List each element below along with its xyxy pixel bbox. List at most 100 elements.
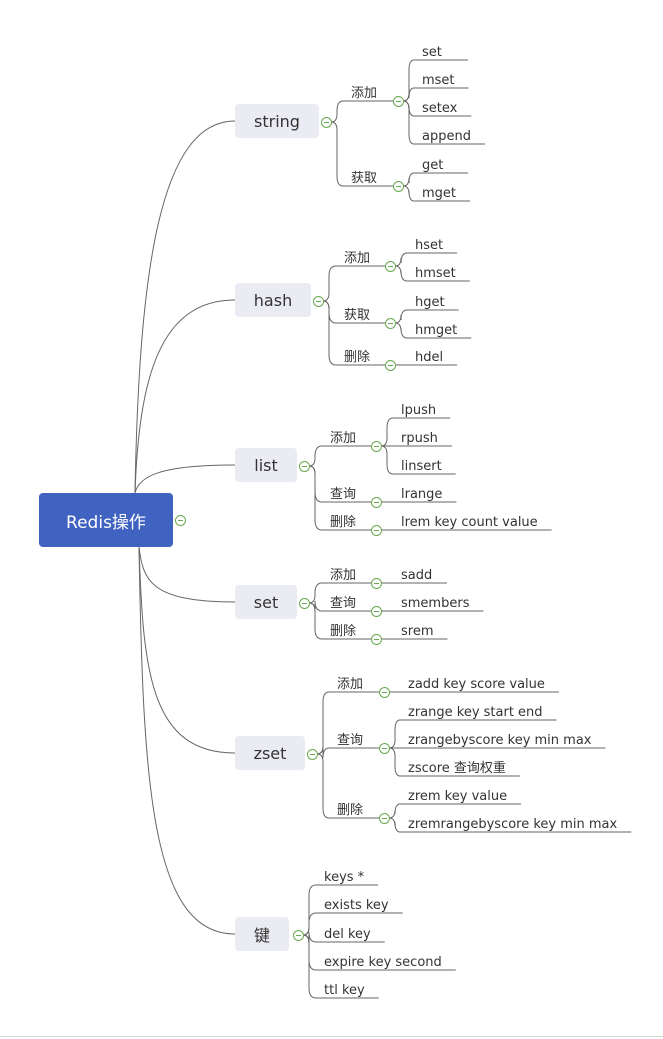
zset-leaf-item[interactable]: zrange key start end (408, 705, 543, 720)
topic-set-toggle[interactable] (299, 598, 310, 609)
hash-group-label[interactable]: 获取 (344, 308, 371, 323)
bottom-divider (0, 1036, 663, 1037)
string-leaf-item[interactable]: setex (422, 101, 458, 116)
key-leaf-item[interactable]: ttl key (324, 983, 365, 998)
zset-group-0-toggle[interactable] (379, 687, 390, 698)
root-collapse-toggle[interactable] (175, 515, 186, 526)
string-leaf-1-1-line (402, 185, 415, 202)
topic-key[interactable]: 键 (235, 917, 289, 951)
set-leaf-item[interactable]: sadd (401, 568, 433, 583)
list-group-2-line (308, 465, 323, 531)
string-group-1-line (330, 121, 344, 187)
key-leaf-item[interactable]: keys * (324, 870, 365, 885)
list-leaf-item[interactable]: rpush (401, 431, 438, 446)
set-group-2-line (308, 602, 323, 640)
root-to-key-line (138, 546, 236, 935)
hash-leaf-1-0-line (394, 309, 408, 324)
hash-group-label[interactable]: 添加 (344, 251, 371, 266)
hash-group-2-toggle[interactable] (385, 360, 396, 371)
root-to-list-line (134, 464, 236, 494)
hash-group-2-line (322, 300, 337, 366)
hash-leaf-1-1-line (394, 322, 408, 339)
list-leaf-item[interactable]: lrange (401, 487, 443, 502)
zset-leaf-1-0-line (388, 719, 401, 749)
string-group-0-toggle[interactable] (393, 96, 404, 107)
list-leaf-item[interactable]: linsert (401, 459, 442, 474)
zset-group-1-toggle[interactable] (379, 743, 390, 754)
set-leaf-item[interactable]: smembers (401, 596, 470, 611)
hash-group-1-line (322, 300, 337, 324)
zset-group-label[interactable]: 添加 (337, 677, 364, 692)
zset-group-label[interactable]: 查询 (337, 733, 364, 748)
zset-leaf-item[interactable]: zrangebyscore key min max (408, 733, 592, 748)
hash-leaf-item[interactable]: hmget (415, 323, 458, 338)
topic-list[interactable]: list (235, 448, 297, 482)
list-group-2-toggle[interactable] (371, 525, 382, 536)
topic-hash-toggle[interactable] (313, 296, 324, 307)
list-leaf-item[interactable]: lrem key count value (401, 515, 538, 530)
hash-leaf-0-1-line (394, 265, 408, 282)
list-group-label[interactable]: 添加 (330, 431, 357, 446)
key-leaf-item[interactable]: del key (324, 927, 371, 942)
hash-group-1-toggle[interactable] (385, 318, 396, 329)
string-group-1-toggle[interactable] (393, 181, 404, 192)
zset-group-0-line (316, 691, 330, 755)
root-to-zset-line (138, 546, 236, 754)
zset-leaf-item[interactable]: zremrangebyscore key min max (408, 817, 618, 832)
key-leaf-3-line (302, 934, 317, 971)
hash-leaf-item[interactable]: hget (415, 295, 445, 310)
string-leaf-0-0-line (402, 59, 415, 102)
string-leaf-item[interactable]: mget (422, 186, 457, 201)
zset-group-2-toggle[interactable] (379, 813, 390, 824)
set-group-label[interactable]: 添加 (330, 568, 357, 583)
string-leaf-item[interactable]: set (422, 45, 442, 60)
zset-group-label[interactable]: 删除 (337, 803, 364, 818)
hash-leaf-item[interactable]: hset (415, 238, 444, 253)
zset-group-1-line (316, 745, 330, 759)
set-group-1-toggle[interactable] (371, 606, 382, 617)
list-group-label[interactable]: 删除 (330, 515, 357, 530)
string-leaf-item[interactable]: get (422, 158, 444, 173)
topic-zset[interactable]: zset (235, 736, 305, 770)
key-leaf-0-line (302, 884, 317, 936)
topic-string[interactable]: string (235, 104, 319, 138)
root-node[interactable]: Redis操作 (39, 493, 173, 547)
list-leaf-0-0-line (380, 417, 394, 447)
topic-hash[interactable]: hash (235, 283, 311, 317)
topic-zset-toggle[interactable] (307, 749, 318, 760)
hash-leaf-item[interactable]: hmset (415, 266, 456, 281)
set-group-0-toggle[interactable] (371, 578, 382, 589)
string-leaf-0-1-line (402, 87, 415, 102)
list-group-label[interactable]: 查询 (330, 487, 357, 502)
key-leaf-item[interactable]: exists key (324, 898, 389, 913)
key-leaf-item[interactable]: expire key second (324, 955, 442, 970)
key-leaf-2-line (302, 931, 317, 944)
set-leaf-item[interactable]: srem (401, 624, 434, 639)
string-leaf-item[interactable]: mset (422, 73, 455, 88)
topic-key-toggle[interactable] (293, 930, 304, 941)
set-group-label[interactable]: 删除 (330, 624, 357, 639)
topic-list-toggle[interactable] (299, 461, 310, 472)
hash-leaf-item[interactable]: hdel (415, 350, 444, 365)
zset-leaf-item[interactable]: zrem key value (408, 789, 508, 804)
topic-string-toggle[interactable] (321, 117, 332, 128)
zset-group-2-line (316, 753, 330, 819)
list-group-1-toggle[interactable] (371, 497, 382, 508)
string-group-label[interactable]: 添加 (351, 86, 378, 101)
hash-group-label[interactable]: 删除 (344, 350, 371, 365)
hash-group-0-line (322, 265, 337, 302)
list-leaf-item[interactable]: lpush (401, 403, 437, 418)
zset-leaf-item[interactable]: zadd key score value (408, 677, 545, 692)
list-group-0-toggle[interactable] (371, 441, 382, 452)
topic-set[interactable]: set (235, 585, 297, 619)
string-leaf-0-3-line (402, 100, 415, 145)
set-group-2-toggle[interactable] (371, 634, 382, 645)
zset-leaf-2-0-line (388, 803, 401, 819)
hash-group-0-toggle[interactable] (385, 261, 396, 272)
zset-leaf-item[interactable]: zscore 查询权重 (408, 761, 506, 776)
set-group-label[interactable]: 查询 (330, 596, 357, 611)
key-leaf-4-line (302, 934, 317, 999)
string-leaf-item[interactable]: append (422, 129, 471, 144)
list-group-0-line (308, 445, 323, 467)
string-group-label[interactable]: 获取 (351, 171, 378, 186)
